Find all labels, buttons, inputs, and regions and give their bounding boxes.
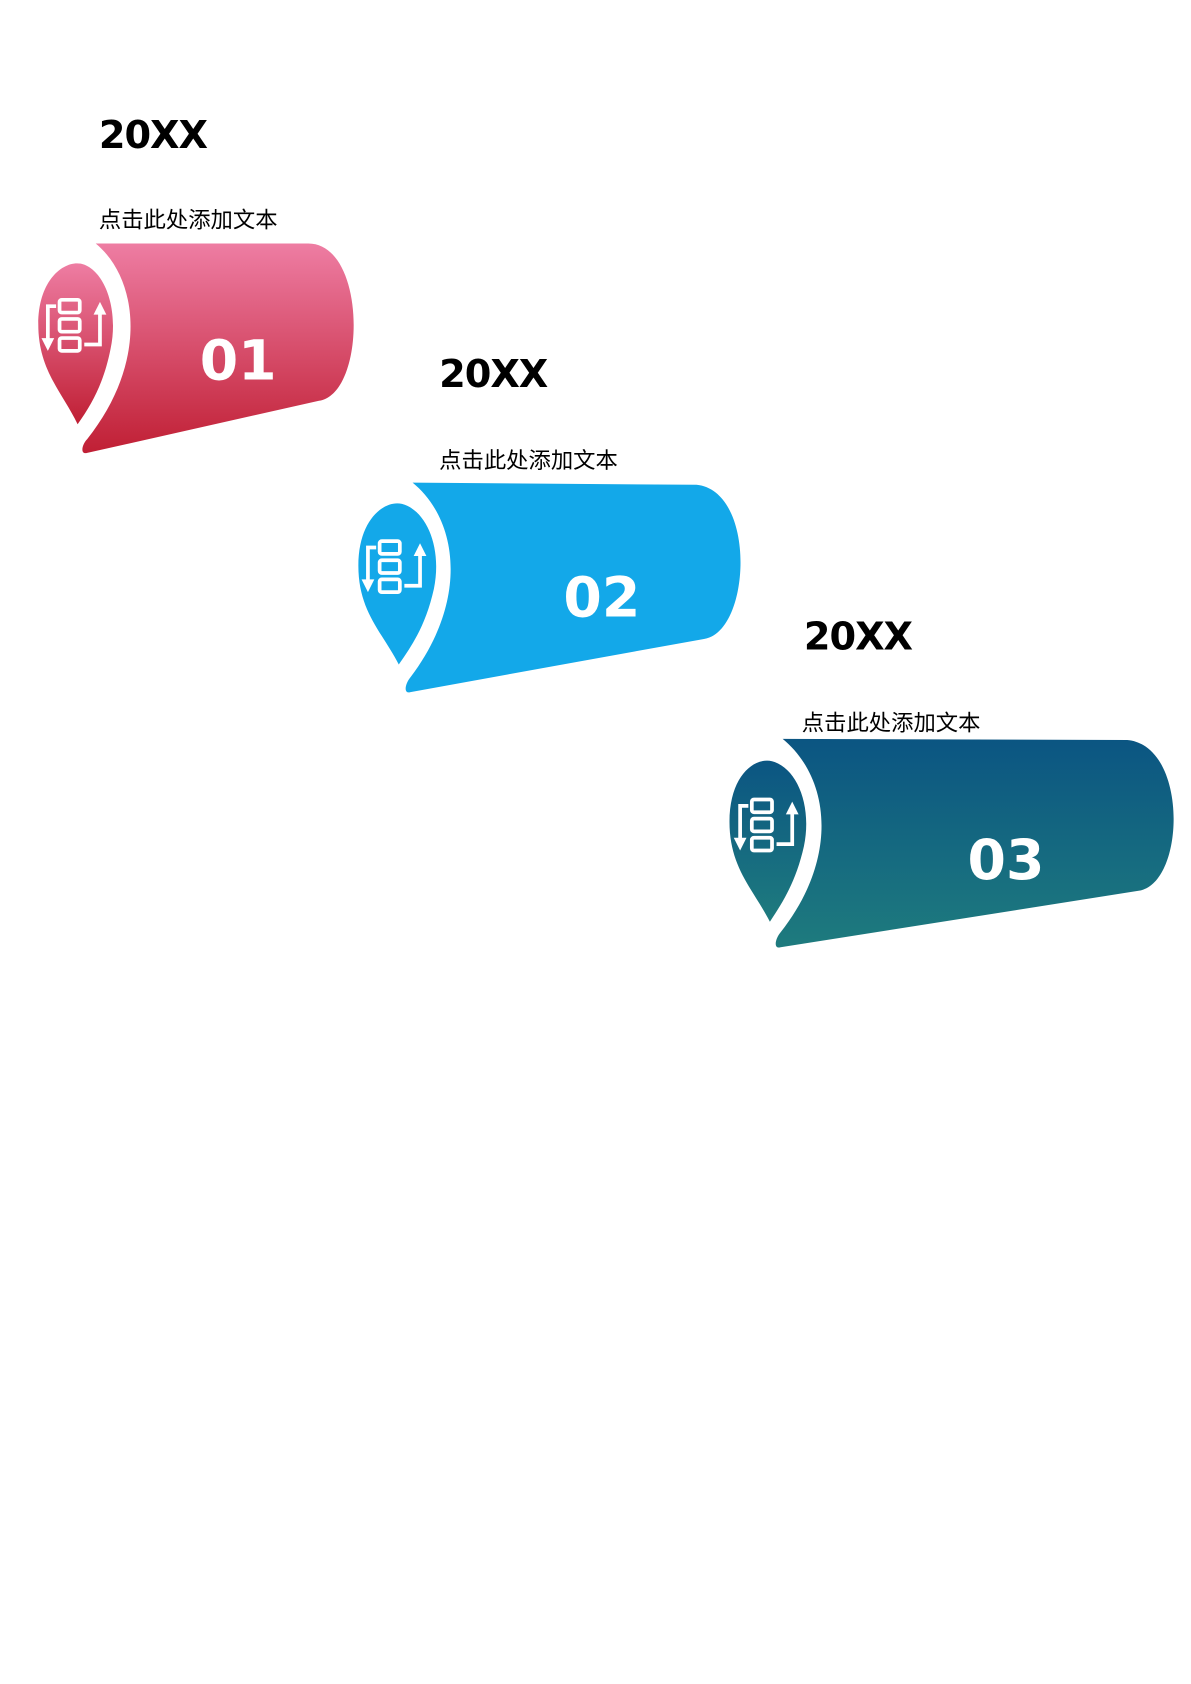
step-3-pin [729, 760, 807, 922]
step-2-year: 20XX [439, 352, 548, 397]
step-3-cylinder [775, 738, 1174, 948]
step-3-flowchart-icon [733, 797, 799, 853]
step-2-number: 02 [563, 567, 640, 631]
step-1-caption: 点击此处添加文本 [98, 207, 278, 233]
step-1-number: 01 [200, 330, 277, 394]
step-3-number: 03 [968, 829, 1045, 893]
step-2-flowchart-icon [361, 539, 427, 595]
step-1-year: 20XX [98, 113, 208, 158]
step-1-cylinder [82, 243, 354, 454]
step-1-flowchart-icon [41, 297, 107, 353]
step-3-year: 20XX [803, 615, 913, 660]
step-2-caption: 点击此处添加文本 [439, 447, 618, 474]
step-1-pin [38, 263, 114, 425]
step-2-cylinder [405, 482, 741, 693]
step-3-caption: 点击此处添加文本 [801, 710, 981, 736]
